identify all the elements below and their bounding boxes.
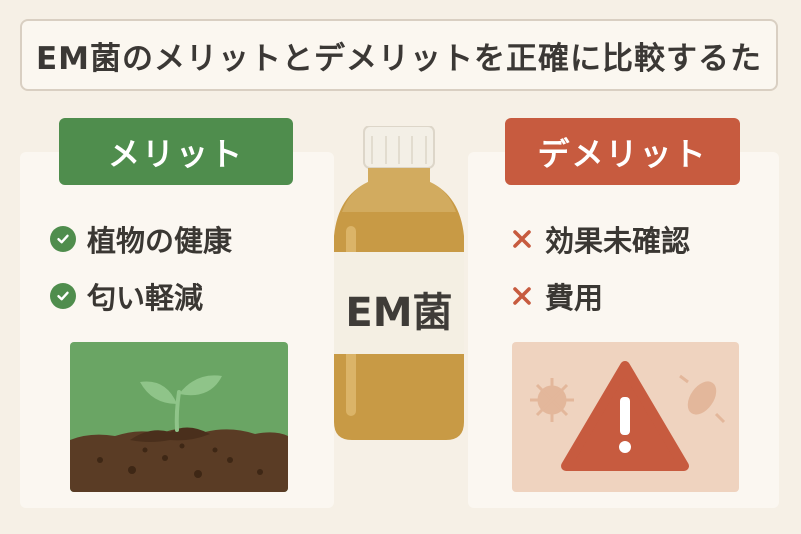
page-title: EM菌のメリットとデメリットを正確に比較するた xyxy=(35,40,763,77)
demerit-item: 効果未確認 xyxy=(509,218,690,260)
merit-item-label: 匂い軽減 xyxy=(87,281,204,315)
em-bottle xyxy=(334,126,464,440)
demerit-heading: デメリット xyxy=(505,118,740,185)
merit-item: 植物の健康 xyxy=(50,218,232,260)
merit-heading: メリット xyxy=(59,118,293,185)
cross-icon xyxy=(509,226,535,252)
warning-illustration xyxy=(512,342,739,492)
sprout-soil-icon xyxy=(70,342,288,492)
warning-triangle-icon xyxy=(512,342,739,492)
merit-item: 匂い軽減 xyxy=(50,275,203,317)
cross-icon xyxy=(509,283,535,309)
demerit-item-label: 効果未確認 xyxy=(545,224,691,258)
check-circle-icon xyxy=(50,283,76,309)
merit-item-label: 植物の健康 xyxy=(87,224,233,258)
check-circle-icon xyxy=(50,226,76,252)
title-banner: EM菌のメリットとデメリットを正確に比較するた xyxy=(20,19,778,91)
demerit-item-label: 費用 xyxy=(545,281,604,315)
bottle-label: EM菌 xyxy=(345,290,453,336)
demerit-item: 費用 xyxy=(509,275,603,317)
sprout-soil-illustration xyxy=(70,342,288,492)
